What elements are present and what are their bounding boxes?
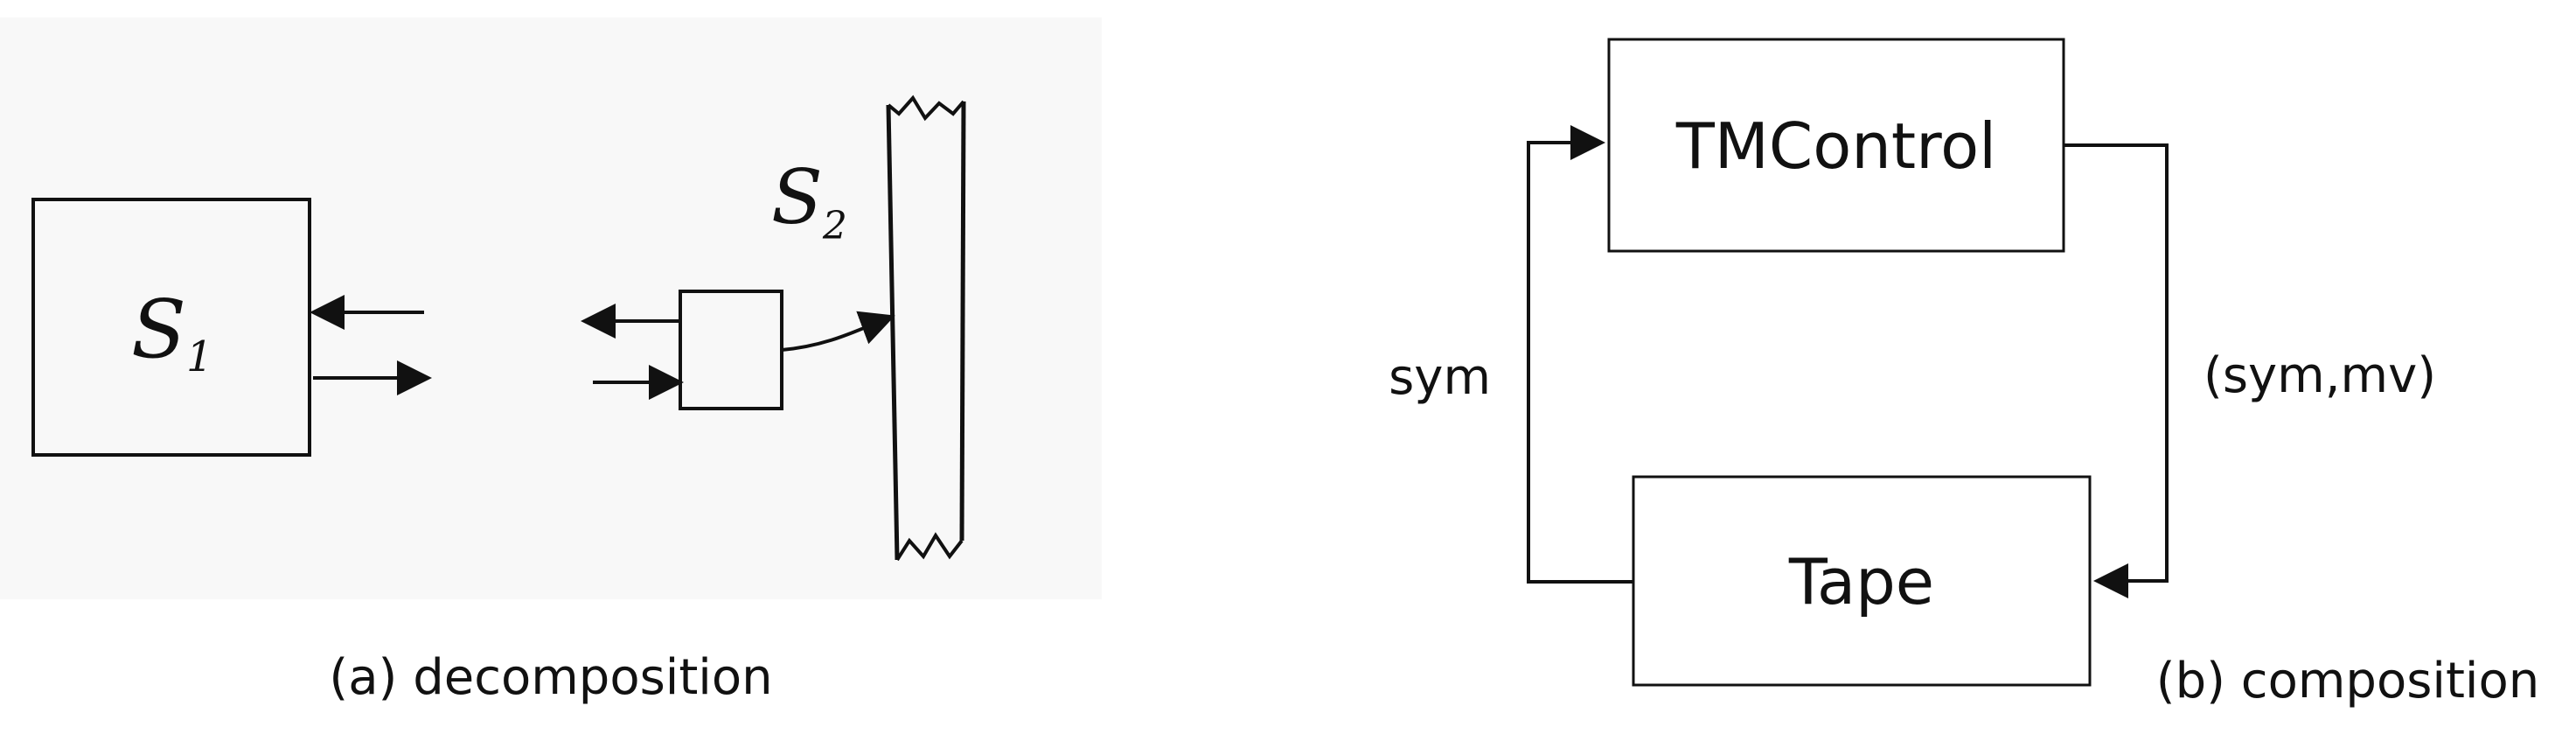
tape-label: Tape [1788, 545, 1934, 619]
sym-edge [1527, 125, 1633, 584]
tape-bottom-edge [895, 532, 964, 562]
panel-a-decomposition: S1 S2 (a) decomposition [0, 17, 1102, 706]
sym-mv-edge-label: (sym,mv) [2204, 347, 2436, 404]
tmcontrol-box [1607, 38, 2065, 253]
tape-top-edge [887, 94, 965, 122]
sym-edge-label: sym [1389, 349, 1491, 406]
panel-b-caption: (b) composition [2156, 653, 2539, 710]
panel-a-background [0, 17, 1102, 599]
panel-a-caption: (a) decomposition [329, 649, 772, 706]
tape-right-side [959, 101, 966, 542]
tape-box [1632, 475, 2092, 687]
panel-b-composition: TMControl Tape sym (sym,mv) (b) composit… [1389, 38, 2539, 710]
s2-tape-arrow [781, 311, 895, 352]
s1-label: S1 [131, 283, 213, 381]
tmcontrol-label: TMControl [1675, 109, 1996, 183]
tape-left-side [886, 104, 900, 561]
s2-label: S2 [771, 154, 847, 248]
sym-mv-edge [2064, 143, 2169, 598]
